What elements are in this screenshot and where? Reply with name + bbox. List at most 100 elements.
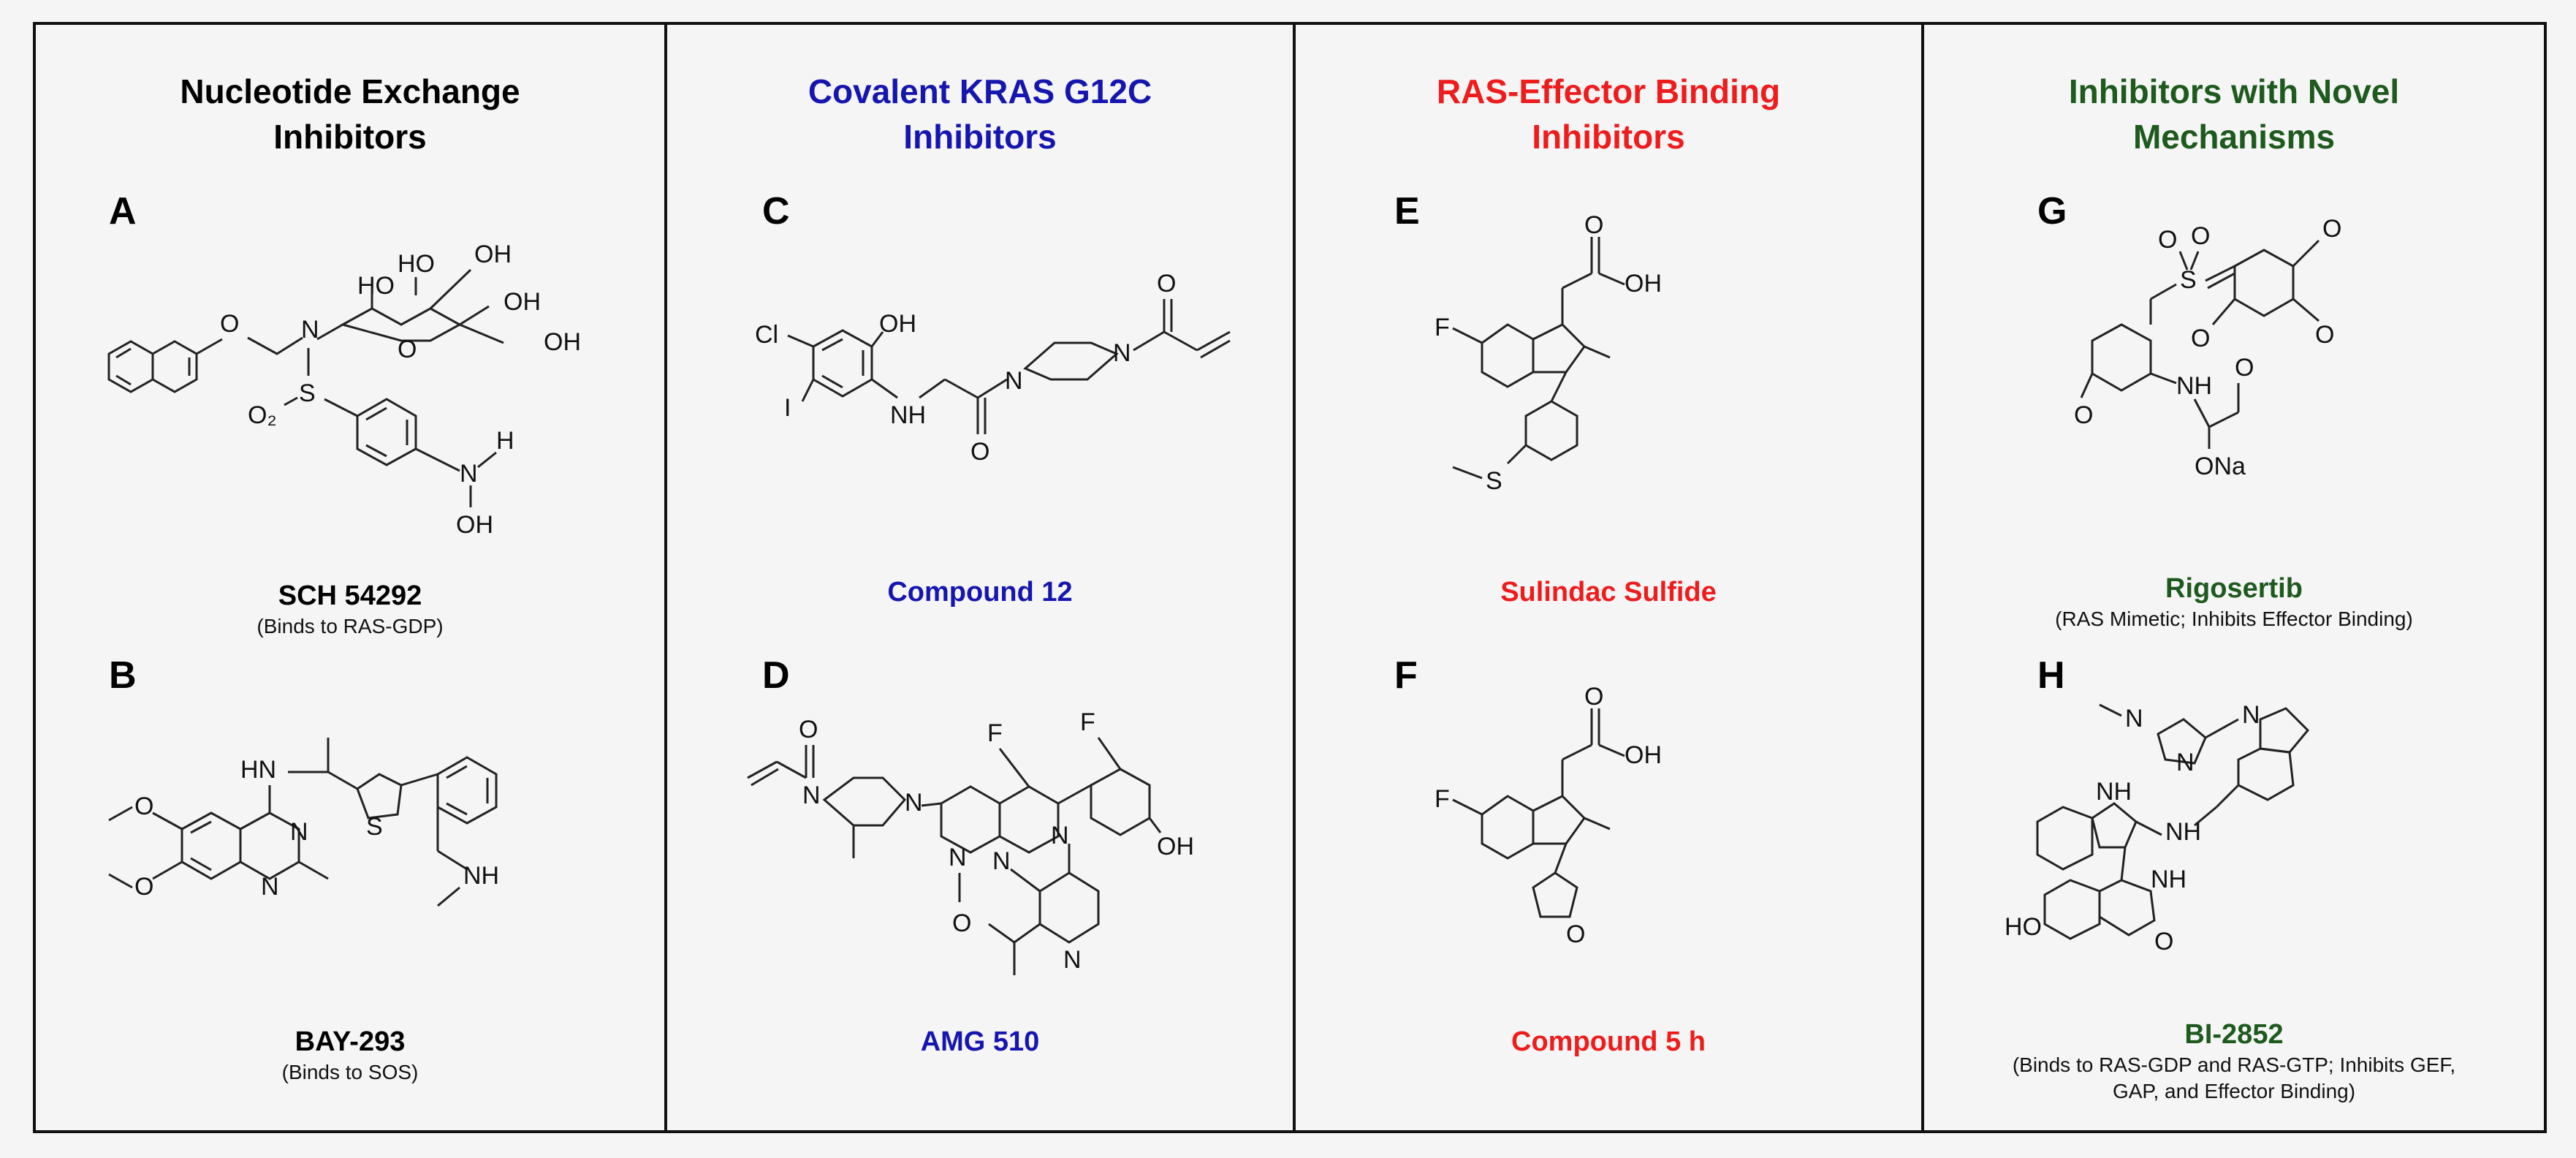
- atom-label: NH: [890, 401, 926, 429]
- compound-name-rigosertib: Rigosertib: [2165, 573, 2303, 604]
- atom-label: O: [2154, 928, 2173, 955]
- atom-label: O: [952, 909, 971, 937]
- atom-label: N: [460, 460, 478, 488]
- column-covalent-kras: Covalent KRAS G12C Inhibitors C Cl I OH …: [664, 25, 1293, 1130]
- atom-label: OH: [456, 511, 493, 539]
- atom-label: N: [1005, 367, 1023, 395]
- atom-label: N: [992, 847, 1011, 875]
- column-title-line2: Inhibitors: [903, 118, 1057, 156]
- compound-note-bay-293: (Binds to SOS): [281, 1061, 419, 1083]
- atom-label: O: [2191, 222, 2210, 250]
- atom-label: O: [398, 336, 417, 363]
- atom-label: O: [1584, 211, 1603, 239]
- atom-label: NH: [2096, 778, 2132, 806]
- atom-label: N: [1063, 946, 1082, 974]
- column-title-line1: Covalent KRAS G12C: [808, 72, 1152, 110]
- atom-label: N: [301, 316, 319, 344]
- atom-label: N: [261, 873, 279, 901]
- panel-letter-e: E: [1394, 190, 1420, 232]
- panel-letter-g: G: [2037, 190, 2067, 232]
- atom-label: HN: [240, 756, 276, 784]
- atom-label: H: [496, 427, 514, 455]
- column-title-line1: RAS-Effector Binding: [1436, 72, 1781, 110]
- atom-label: O: [134, 792, 153, 820]
- atom-label: O: [2235, 354, 2254, 382]
- atom-label: OH: [504, 288, 541, 316]
- atom-label: O: [2315, 321, 2334, 349]
- atom-label: N: [290, 818, 308, 846]
- compound-note-rigosertib: (RAS Mimetic; Inhibits Effector Binding): [2055, 608, 2413, 630]
- column-title-line1: Nucleotide Exchange: [180, 72, 520, 110]
- column-title-line2: Mechanisms: [2132, 118, 2336, 156]
- compound-name-compound-5h: Compound 5 h: [1511, 1026, 1706, 1057]
- atom-label: O: [2074, 401, 2093, 429]
- atom-label: O: [220, 310, 239, 338]
- column-title-line2: Inhibitors: [1532, 118, 1685, 156]
- panel-letter-f: F: [1394, 654, 1418, 697]
- compound-note-bi-2852-line2: GAP, and Effector Binding): [2112, 1080, 2356, 1102]
- structure-bi-2852: N N N NH NH NH O HO: [2005, 701, 2310, 955]
- structure-sulindac-sulfide: F O OH S: [1435, 211, 1662, 495]
- atom-label: OH: [1625, 741, 1662, 769]
- compound-name-bi-2852: BI-2852: [2184, 1019, 2284, 1050]
- atom-label: N: [2242, 701, 2260, 729]
- atom-label: F: [1080, 708, 1095, 736]
- atom-label: NH: [2151, 866, 2186, 893]
- panel-letter-a: A: [109, 190, 137, 232]
- atom-label: O: [1584, 683, 1603, 711]
- structure-rigosertib: O O S O O O NH O ONa O: [2074, 215, 2341, 480]
- atom-label: OH: [1157, 833, 1194, 860]
- compound-note-sch-54292: (Binds to RAS-GDP): [257, 615, 444, 637]
- figure-panel: Nucleotide Exchange Inhibitors A O N H O …: [33, 22, 2547, 1133]
- atom-label: O: [1566, 920, 1585, 948]
- structure-sch-54292: O N HO HO OH OH OH O S O₂ N: [107, 241, 581, 539]
- column-title: RAS-Effector Binding Inhibitors: [1296, 69, 1921, 159]
- atom-label: N: [1113, 339, 1131, 367]
- atom-label: OH: [1625, 270, 1662, 298]
- atom-label: NH: [2176, 372, 2212, 400]
- column-title: Covalent KRAS G12C Inhibitors: [667, 69, 1293, 159]
- atom-label: S: [366, 813, 383, 841]
- atom-label: N: [905, 789, 923, 817]
- atom-label: S: [299, 379, 316, 407]
- compound-name-sulindac-sulfide: Sulindac Sulfide: [1500, 577, 1717, 608]
- atom-label: N: [2176, 749, 2195, 776]
- compound-name-compound-12: Compound 12: [887, 577, 1073, 608]
- atom-label: N: [949, 844, 967, 871]
- atom-label: F: [1435, 785, 1450, 813]
- atom-label: O₂: [248, 401, 277, 429]
- atom-label: S: [2180, 266, 2197, 294]
- compound-name-amg-510: AMG 510: [920, 1026, 1040, 1057]
- column-title-line1: Inhibitors with Novel: [2068, 72, 2400, 110]
- atom-label: O: [2191, 325, 2210, 352]
- panel-letter-b: B: [109, 654, 137, 697]
- panel-letter-d: D: [762, 654, 790, 697]
- column-ras-effector: RAS-Effector Binding Inhibitors E F O OH…: [1293, 25, 1921, 1130]
- atom-label: O: [799, 716, 818, 743]
- column-nucleotide-exchange: Nucleotide Exchange Inhibitors A O N HO …: [36, 25, 664, 1130]
- atom-label: O: [134, 873, 153, 901]
- atom-label: O: [2158, 226, 2177, 254]
- structure-compound-5h: F O OH O: [1435, 683, 1662, 948]
- atom-label: S: [1486, 467, 1502, 495]
- atom-label: OH: [544, 328, 581, 356]
- compound-name-sch-54292: SCH 54292: [278, 580, 422, 611]
- structure-bay-293: N N HN S NH O O: [108, 738, 499, 907]
- atom-label: O: [2322, 215, 2341, 243]
- atom-label: N: [2125, 705, 2143, 733]
- compound-note-bi-2852-line1: (Binds to RAS-GDP and RAS-GTP; Inhibits …: [2012, 1053, 2456, 1076]
- panel-letter-c: C: [762, 190, 790, 232]
- column-novel-mechanisms: Inhibitors with Novel Mechanisms G O O S…: [1921, 25, 2544, 1130]
- column-title: Inhibitors with Novel Mechanisms: [1924, 69, 2544, 159]
- atom-label: HO: [2005, 913, 2042, 941]
- atom-label: N: [802, 782, 821, 809]
- atom-label: N: [1051, 822, 1069, 849]
- column-title: Nucleotide Exchange Inhibitors: [36, 69, 664, 159]
- atom-label: F: [1435, 314, 1450, 341]
- atom-label: Cl: [755, 321, 778, 349]
- structure-amg-510: O N N F N N N O F OH N: [747, 708, 1194, 975]
- structure-compound-12: Cl I OH NH O N N O: [755, 270, 1231, 466]
- atom-label: O: [1157, 270, 1176, 298]
- atom-label: OH: [474, 241, 512, 268]
- atom-label: NH: [463, 862, 499, 890]
